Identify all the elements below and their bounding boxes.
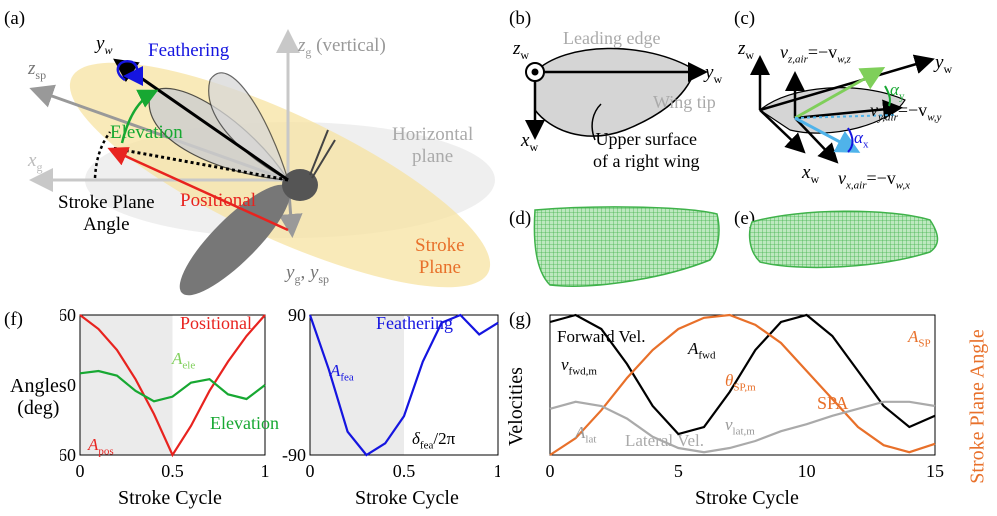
g-spa-label: SPA <box>817 393 849 413</box>
f-feathering-label: Feathering <box>376 313 453 333</box>
b-zw-label: zw <box>513 38 530 62</box>
f-elevation-label: Elevation <box>210 413 279 433</box>
xg-label: xg <box>28 150 43 174</box>
f-left-series-positional <box>79 314 266 458</box>
g-xtick: 15 <box>926 461 944 481</box>
f-a-pos-label: Apos <box>88 435 114 458</box>
f-a-ele-label: Aele <box>172 349 196 372</box>
g-forward-vel-label: Forward Vel. <box>557 327 646 346</box>
f-ylabel: Angles(deg) <box>10 375 67 419</box>
panel-c-figure <box>750 54 935 164</box>
panel-b: (b) zw Leading edge yw Wing tip xw Upper… <box>505 0 730 200</box>
g-series-spa <box>549 313 936 456</box>
panel-d-label: (d) <box>509 208 532 229</box>
panel-g: (g) Velocities Stroke Plane Angle 0 5 10 15… <box>505 305 997 516</box>
g-a-sp-label: ASP <box>908 327 931 350</box>
elevation-label: Elevation <box>110 122 183 143</box>
g-xtick: 5 <box>674 461 683 481</box>
panel-e-label: (e) <box>734 208 756 229</box>
g-plot: 0 5 10 15 <box>546 313 944 481</box>
g-theta-sp-m-label: θSP,m <box>725 371 756 394</box>
g-lateral-vel-label: Lateral Vel. <box>625 431 704 450</box>
insect-body <box>179 184 291 296</box>
panel-a: (a) <box>0 0 500 305</box>
positional-label: Positional <box>180 190 257 211</box>
f-left-xtick: 0.5 <box>161 461 184 481</box>
panel-f-label: (f) <box>4 309 23 330</box>
yw-label: yw <box>96 33 113 57</box>
f-a-fea-label: Afea <box>330 361 354 384</box>
f-left-ytick: 60 <box>60 305 76 325</box>
panel-b-figure <box>525 47 708 141</box>
wing-mesh-d <box>533 206 720 287</box>
f-right-xtick: 1 <box>494 461 501 481</box>
g-xtick: 0 <box>546 461 555 481</box>
g-xtick: 10 <box>798 461 816 481</box>
zsp-label: zsp <box>28 58 47 82</box>
f-left-ytick: 0 <box>67 375 76 395</box>
f-right-shading <box>310 315 404 455</box>
b-xw-label: xw <box>521 130 539 154</box>
f-right-plot: 90 -900 0.5 1 <box>282 305 501 481</box>
f-right-series-feathering <box>308 313 499 457</box>
g-ylabel-right: Stroke Plane Angle <box>966 329 989 484</box>
feathering-label: Feathering <box>148 40 230 61</box>
c-alpha-y-label: αy <box>890 80 905 103</box>
c-yw-label: yw <box>935 52 953 76</box>
f-right-xtick: 0.5 <box>393 461 416 481</box>
insect-head <box>282 169 318 201</box>
panel-e: (e) <box>730 200 997 305</box>
panel-d: (d) <box>505 200 730 305</box>
f-right-xtick: 0 <box>306 461 315 481</box>
panel-a-figure <box>29 29 495 296</box>
leading-edge-label: Leading edge <box>563 28 661 48</box>
f-left-ytick: -60 <box>60 445 76 465</box>
panel-c-label: (c) <box>734 8 756 29</box>
g-series-forward-vel <box>549 313 936 436</box>
g-frame <box>549 314 936 456</box>
wing-mesh-e <box>748 210 939 269</box>
c-vz-label: vz,air=−vw,z <box>780 42 851 66</box>
f-left-series-elevation <box>79 369 266 403</box>
f-left-xtick: 1 <box>261 461 270 481</box>
panel-g-label: (g) <box>509 309 532 330</box>
g-v-fwd-m-label: vfwd,m <box>561 355 597 378</box>
wing-outline <box>534 47 696 137</box>
f-right-frame <box>309 314 499 456</box>
g-a-lat-label: Alat <box>575 423 597 446</box>
b-yw-label: yw <box>705 62 723 86</box>
g-xlabel: Stroke Cycle <box>695 487 799 509</box>
g-a-fwd-label: Afwd <box>688 339 716 362</box>
f-delta-label: δfea/2π <box>412 429 456 452</box>
g-ylabel: Velocities <box>504 367 527 446</box>
g-series-lateral-vel <box>549 400 936 454</box>
zg-label: zg (vertical) <box>298 35 386 59</box>
f-left-xlabel: Stroke Cycle <box>118 487 222 509</box>
yg-ysp-label: yg, ysp <box>286 262 330 286</box>
c-alpha-x-label: αx <box>854 128 869 151</box>
panel-a-label: (a) <box>4 8 26 29</box>
c-xw-label: xw <box>802 162 820 186</box>
panel-b-label: (b) <box>509 8 532 29</box>
c-vy-label: vy,air=−vw,y <box>870 100 942 124</box>
wing-tip-label: Wing tip <box>653 92 716 112</box>
g-v-lat-m-label: vlat,m <box>725 415 755 438</box>
c-vx-label: vx,air=−vw,x <box>838 168 910 192</box>
f-right-ytick: 90 <box>288 305 306 325</box>
f-right-xlabel: Stroke Cycle <box>355 487 459 509</box>
f-right-ytick: -90 <box>282 445 306 465</box>
panel-c: (c) zw yw vz,air=−vw,z αy vy,air=−vw,y α… <box>730 0 997 200</box>
f-left-shading <box>80 315 173 455</box>
f-positional-label: Positional <box>180 313 253 333</box>
c-zw-label: zw <box>738 38 755 62</box>
f-left-xtick: 0 <box>76 461 85 481</box>
